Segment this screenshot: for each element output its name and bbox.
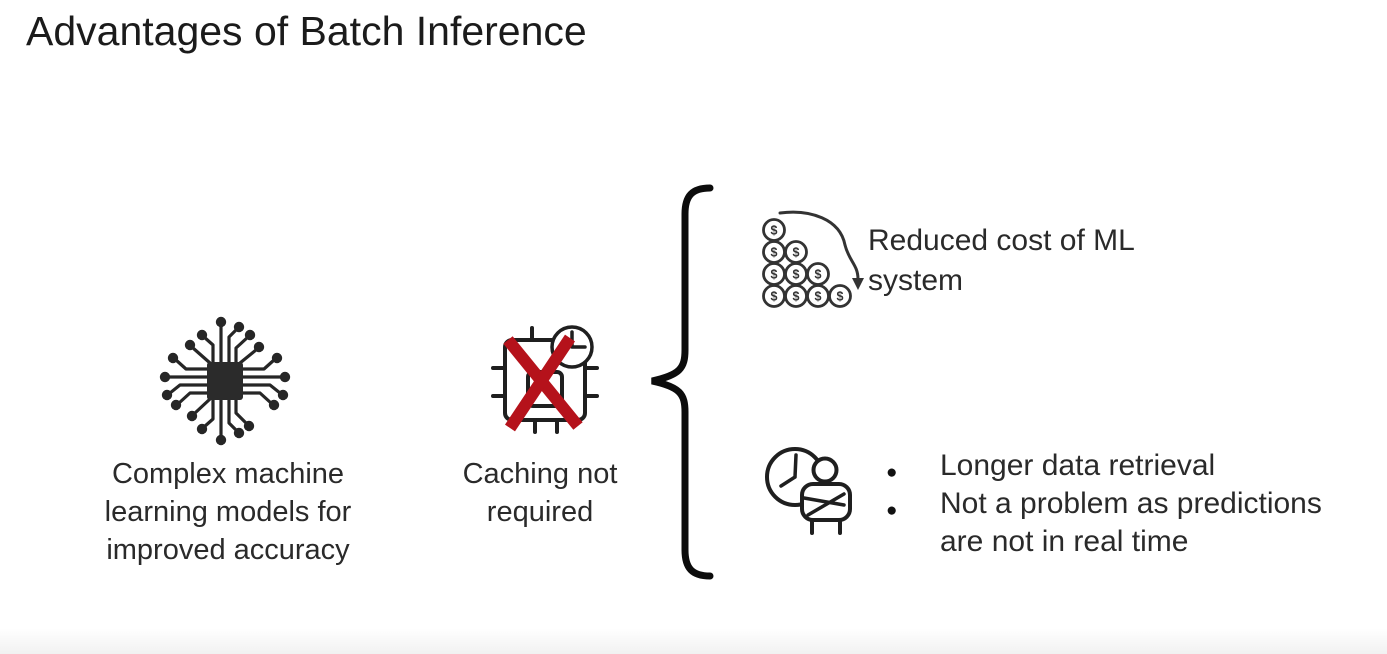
no-caching-icon — [491, 325, 599, 434]
bottom-fade-gradient — [0, 628, 1387, 654]
middle-item-caption: Caching not required — [462, 458, 618, 528]
svg-text:$: $ — [837, 290, 844, 304]
reduced-cost-text: Reduced cost of ML system — [868, 224, 1135, 297]
waiting-person-clock-icon — [765, 447, 852, 535]
svg-text:$: $ — [815, 268, 822, 282]
left-item-caption: Complex machine learning models for impr… — [104, 458, 352, 566]
svg-text:$: $ — [793, 246, 800, 260]
svg-text:$: $ — [793, 290, 800, 304]
svg-text:$: $ — [771, 290, 778, 304]
svg-text:$: $ — [815, 290, 822, 304]
svg-text:$: $ — [771, 246, 778, 260]
microchip-icon — [159, 316, 291, 446]
bullet-item: Not a problem as predictions are not in … — [886, 485, 1356, 561]
curly-brace — [651, 184, 714, 580]
slide-title: Advantages of Batch Inference — [26, 8, 587, 54]
svg-text:$: $ — [771, 268, 778, 282]
bullet-item: Longer data retrieval — [886, 447, 1356, 492]
svg-text:$: $ — [793, 268, 800, 282]
svg-text:$: $ — [771, 224, 778, 238]
latency-bullet-list: Longer data retrieval Not a problem as p… — [886, 447, 1356, 561]
reduced-cost-coins-icon: $ $ $ $ $ $ $ $ $ $ — [762, 210, 864, 308]
